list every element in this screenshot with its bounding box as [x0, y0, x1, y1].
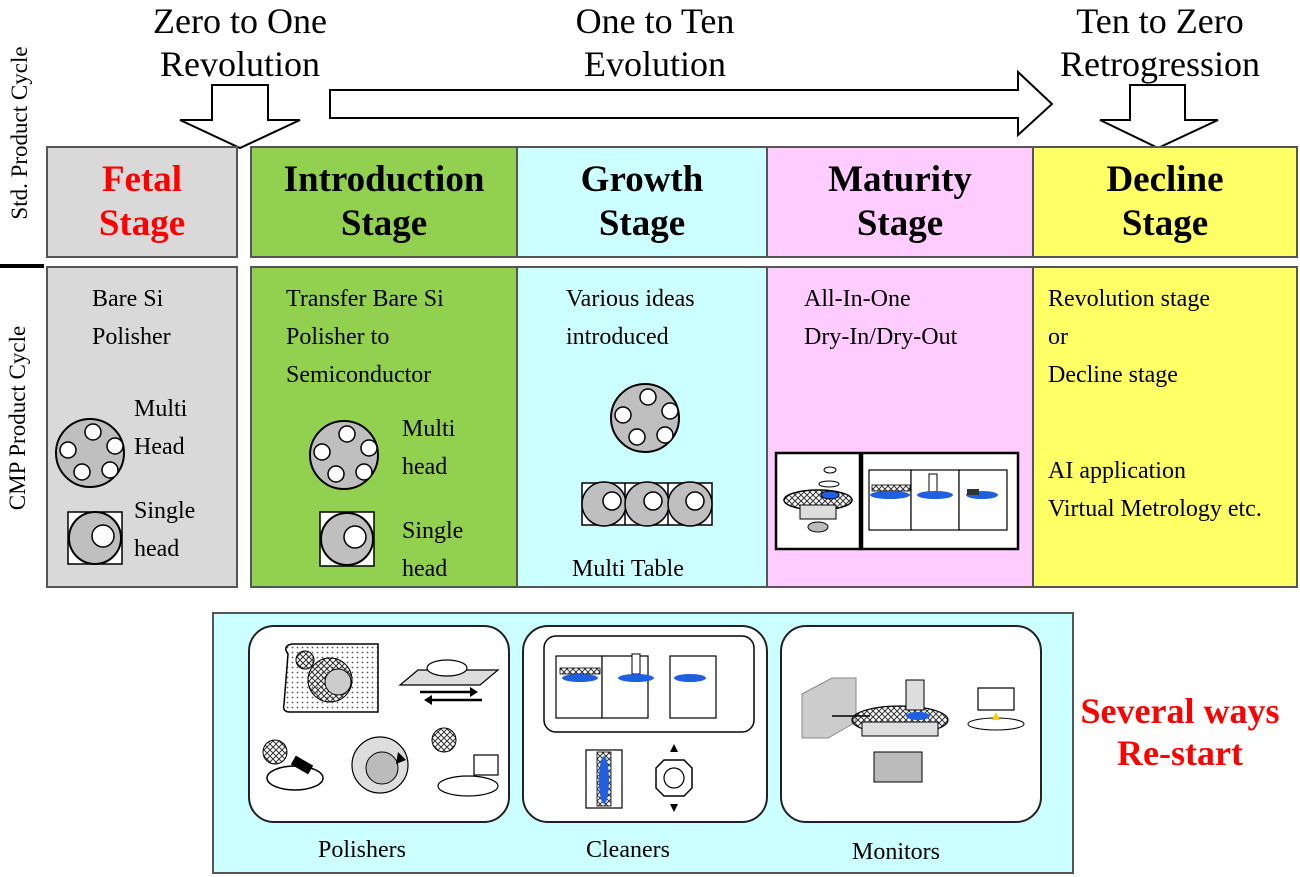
fetal-single-head-label: Single head [134, 498, 196, 562]
maturity-stage-header: Maturity Stage [766, 146, 1034, 258]
fetal-stage-text: Bare Si Polisher [92, 286, 171, 350]
fetal-multi-head-label: Multi Head [134, 396, 188, 460]
introduction-stage-cell: Transfer Bare Si Polisher to Semiconduct… [250, 266, 518, 588]
restart-note: Several ways Re-start [1080, 691, 1280, 773]
decline-stage-text-ai: AI application Virtual Metrology etc. [1048, 458, 1262, 522]
decline-stage-cell: Revolution stage or Decline stage AI app… [1032, 266, 1298, 588]
growth-stage-cell: Various ideas introduced Multi Table [516, 266, 768, 588]
polishers-box [248, 625, 510, 823]
fetal-stage-header: Fetal Stage [46, 146, 238, 258]
std-product-cycle-label: Std. Product Cycle [7, 46, 32, 220]
retrogression-down-arrow [1099, 84, 1219, 150]
growth-stage-text: Various ideas introduced [566, 286, 695, 350]
polishers-label: Polishers [318, 837, 407, 863]
decline-stage-header: Decline Stage [1032, 146, 1298, 258]
growth-stage-title: Growth Stage [580, 159, 704, 244]
ten-to-zero-label: Ten to Zero Retrogression [1060, 1, 1260, 84]
decline-stage-text: Revolution stage or Decline stage [1048, 286, 1210, 388]
fetal-stage-title: Fetal Stage [98, 159, 186, 244]
one-to-ten-label: One to Ten Evolution [575, 1, 735, 84]
introduction-single-head-label: Single head [402, 518, 464, 582]
cleaners-box [522, 625, 768, 823]
introduction-stage-text: Transfer Bare Si Polisher to Semiconduct… [286, 286, 444, 388]
monitors-box [780, 625, 1042, 823]
monitors-label: Monitors [852, 839, 941, 865]
maturity-stage-cell: All-In-One Dry-In/Dry-Out [766, 266, 1034, 588]
growth-stage-header: Growth Stage [516, 146, 768, 258]
introduction-multi-head-label: Multi head [402, 416, 456, 480]
maturity-stage-text: All-In-One Dry-In/Dry-Out [804, 286, 958, 350]
fetal-stage-cell: Bare Si Polisher Multi Head Single head [46, 266, 238, 588]
side-divider [0, 264, 44, 268]
cleaners-label: Cleaners [586, 837, 670, 863]
maturity-stage-title: Maturity Stage [828, 159, 972, 244]
introduction-stage-title: Introduction Stage [283, 159, 485, 244]
revolution-down-arrow [179, 84, 301, 150]
zero-to-one-label: Zero to One Revolution [153, 1, 327, 84]
decline-stage-title: Decline Stage [1106, 159, 1224, 244]
multi-table-label: Multi Table [572, 556, 684, 582]
introduction-stage-header: Introduction Stage [250, 146, 518, 258]
cmp-product-cycle-label: CMP Product Cycle [5, 325, 30, 511]
